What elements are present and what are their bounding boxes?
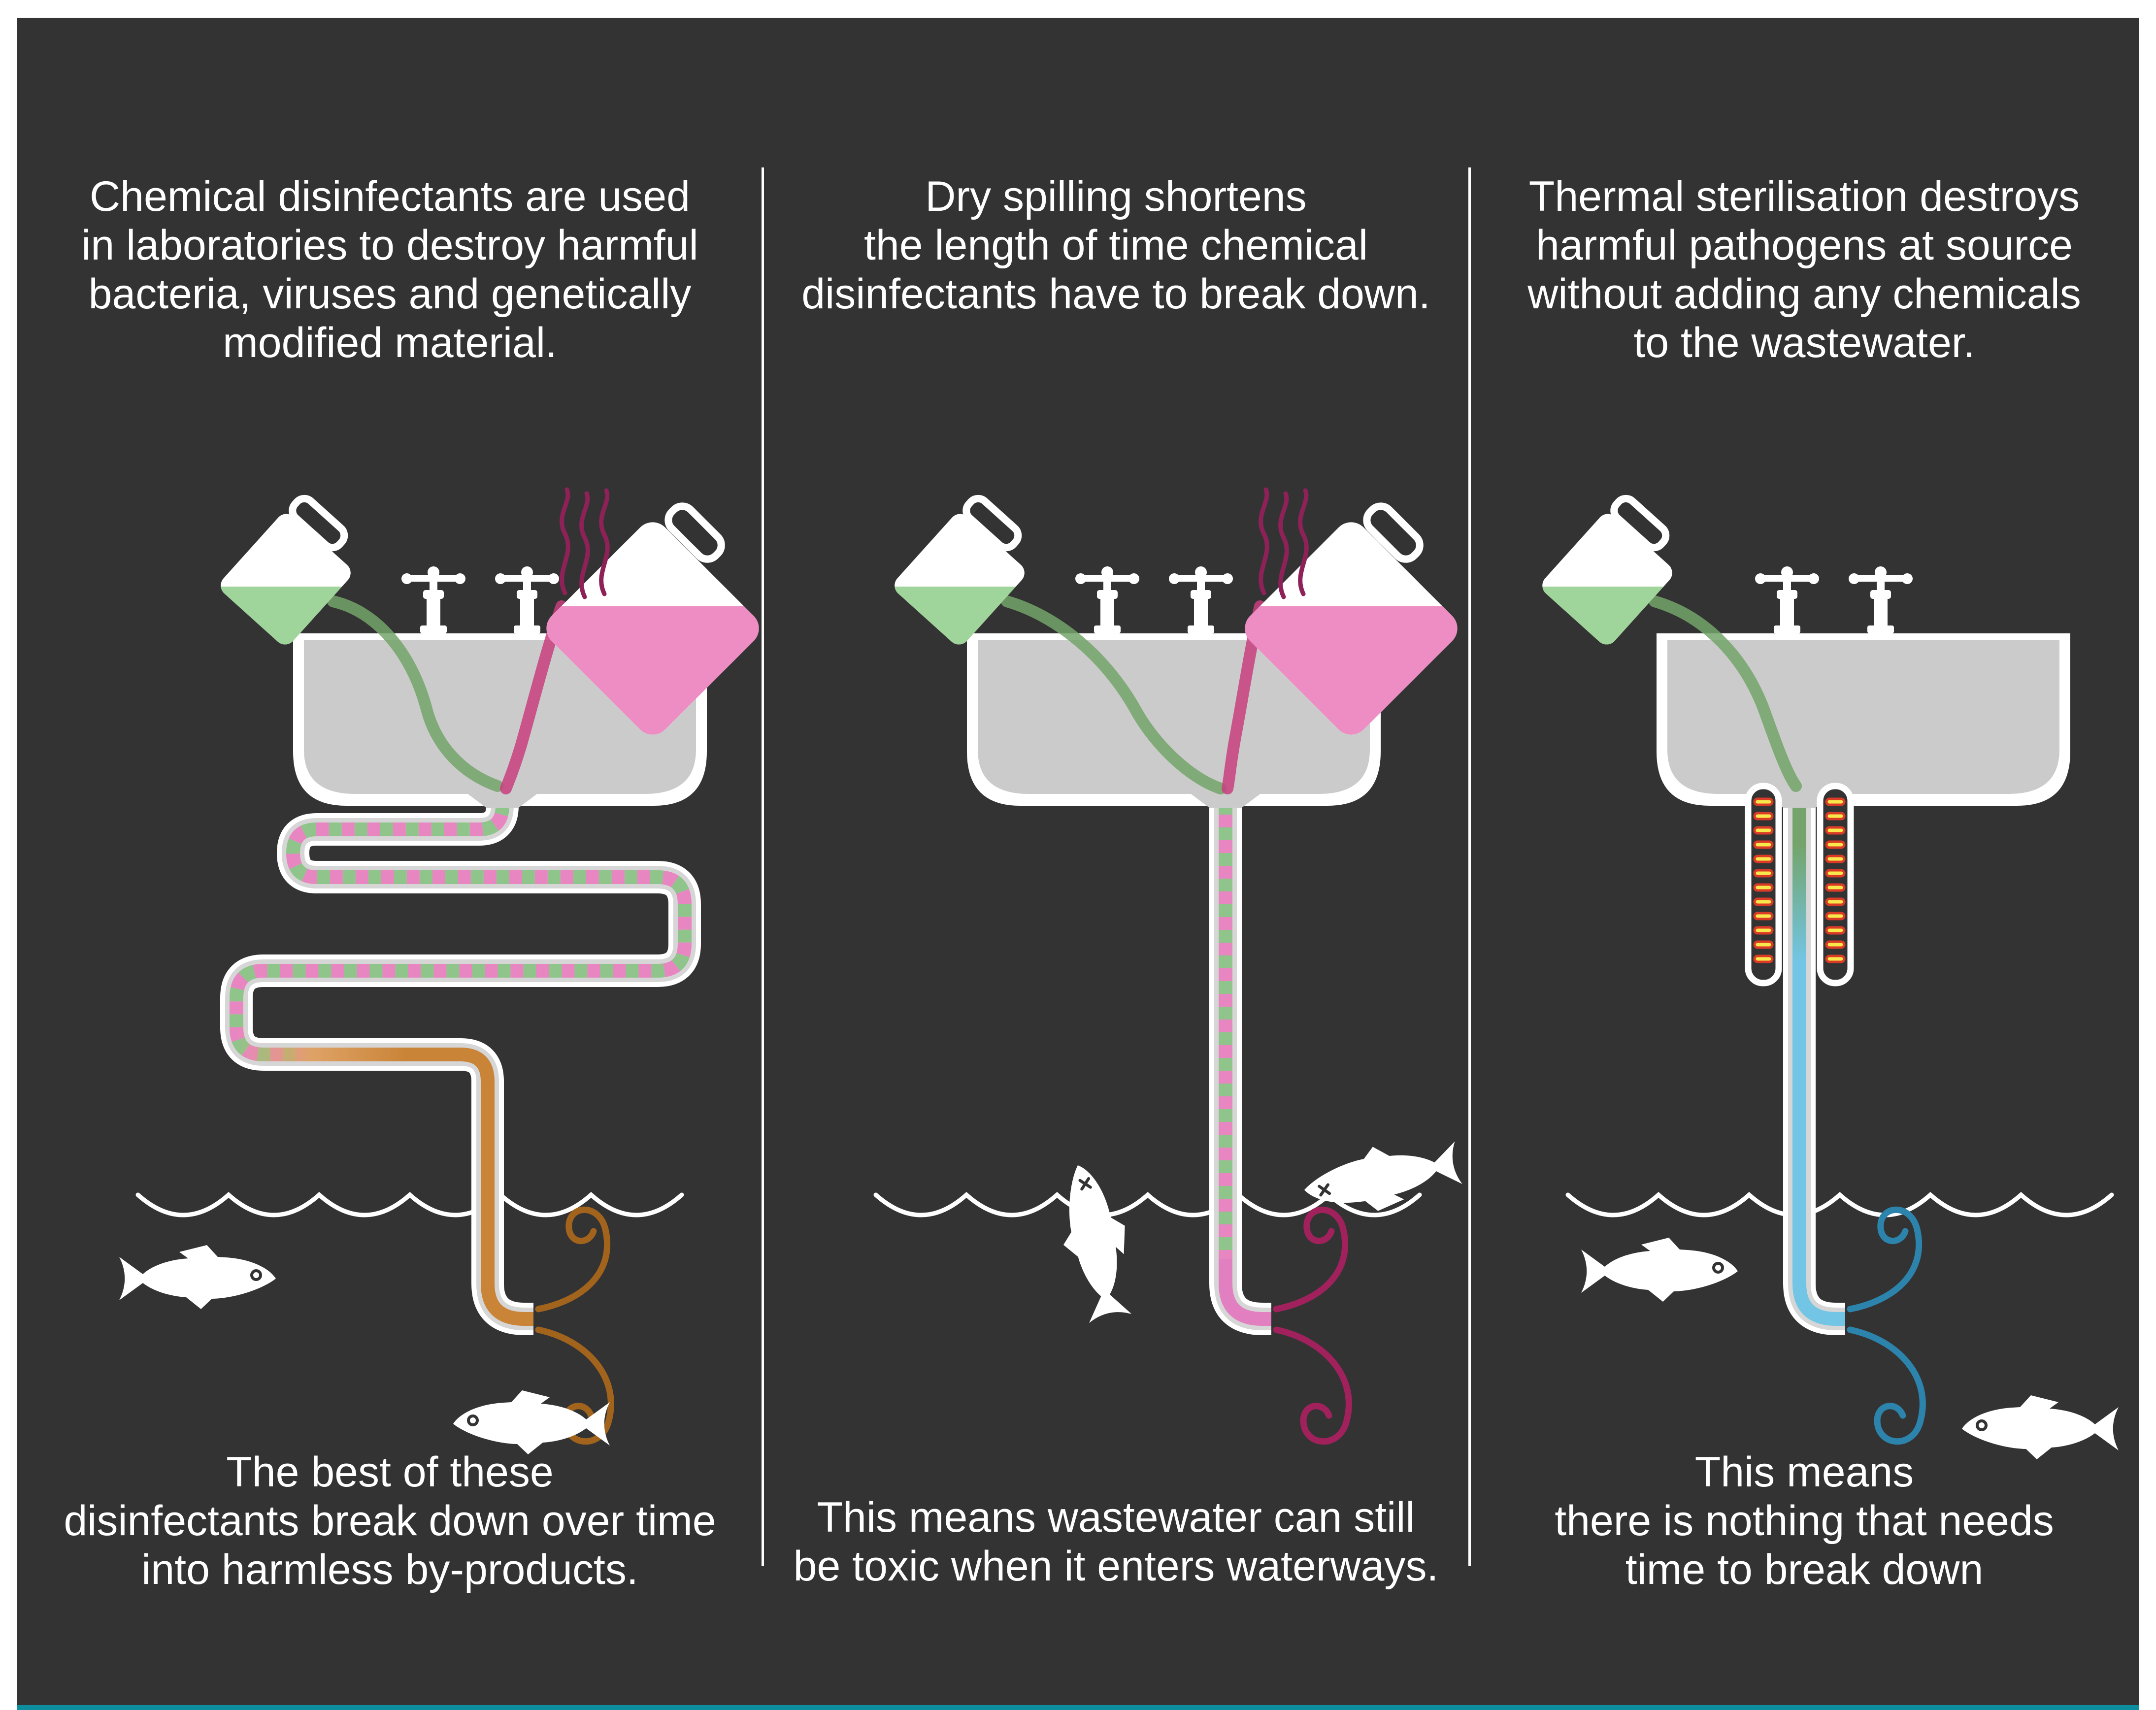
- panel-dry-spilling: Dry spilling shortens the length of time…: [763, 18, 1469, 1705]
- panel3-bottom-text: This means there is nothing that needs t…: [1555, 1448, 2054, 1593]
- illustration-thermal: [1538, 494, 2139, 1705]
- panel-thermal-sterilisation: Thermal sterilisation destroys harmful p…: [1469, 18, 2139, 1705]
- sterilised-water: [1792, 776, 1845, 1326]
- illustration-dry-spilling: [873, 18, 1469, 1705]
- waste-pipe: [1209, 776, 1271, 1335]
- waste-pipe: [1783, 776, 1845, 1335]
- waterline: [1565, 1191, 2114, 1217]
- panel2-bottom-text: This means wastewater can still be toxic…: [793, 1494, 1439, 1590]
- panel3-top-text: Thermal sterilisation destroys harmful p…: [1527, 173, 2081, 366]
- panel2-top-text: Dry spilling shortens the length of time…: [801, 173, 1430, 318]
- waterline: [135, 1191, 684, 1217]
- green-chemical-stream: [1649, 595, 1802, 792]
- green-chemical-stream: [1001, 595, 1227, 794]
- panel-chemical-disinfectants: Chemical disinfectants are used in labor…: [17, 18, 763, 1705]
- waste-pipe: [220, 776, 701, 1335]
- broken-down-liquid: [230, 1022, 533, 1326]
- panel-divider-left: [762, 167, 764, 1566]
- bottom-accent-bar: [17, 1705, 2139, 1710]
- panel1-bottom-text: The best of these disinfectants break do…: [64, 1448, 716, 1593]
- panel1-top-text: Chemical disinfectants are used in labor…: [81, 173, 698, 366]
- green-chemical-stream: [327, 595, 503, 792]
- panel-divider-right: [1468, 167, 1471, 1566]
- toxic-outflow: [1219, 1259, 1271, 1326]
- illustration-chemical: [17, 18, 763, 1705]
